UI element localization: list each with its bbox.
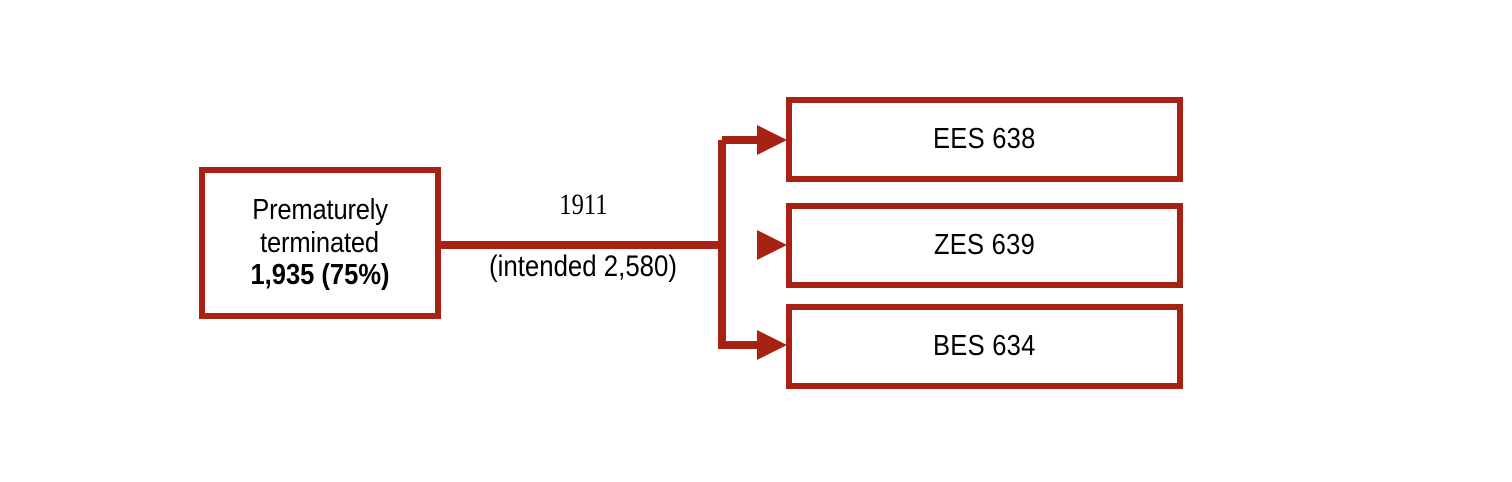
edge-trunk-horizontal [440, 241, 726, 249]
node-outcome-ees[interactable]: EES 638 [786, 97, 1183, 182]
edge-label-group: 1911 [440, 190, 726, 236]
edge-branch-bottom [722, 341, 768, 349]
source-line-1: Prematurely [252, 194, 388, 227]
outcome-label-1: ZES 639 [933, 229, 1036, 262]
edge-bracket-vertical [718, 140, 726, 349]
edge-branch-top [722, 136, 768, 144]
node-prematurely-terminated[interactable]: Prematurely terminated 1,935 (75%) [199, 167, 441, 319]
node-outcome-bes[interactable]: BES 634 [786, 304, 1183, 389]
arrow-head-icon-top [757, 125, 787, 155]
edge-label-above: 1911 [558, 188, 608, 221]
source-line-2: terminated [260, 226, 380, 259]
source-count-value: 1,935 (75%) [250, 259, 390, 292]
outcome-label-2: BES 634 [933, 330, 1036, 363]
arrow-head-icon-bottom [757, 330, 787, 360]
edge-label-below: (intended 2,580) [489, 250, 677, 283]
arrow-head-icon-middle [757, 230, 787, 260]
outcome-label-0: EES 638 [933, 123, 1036, 156]
node-outcome-zes[interactable]: ZES 639 [786, 203, 1183, 288]
